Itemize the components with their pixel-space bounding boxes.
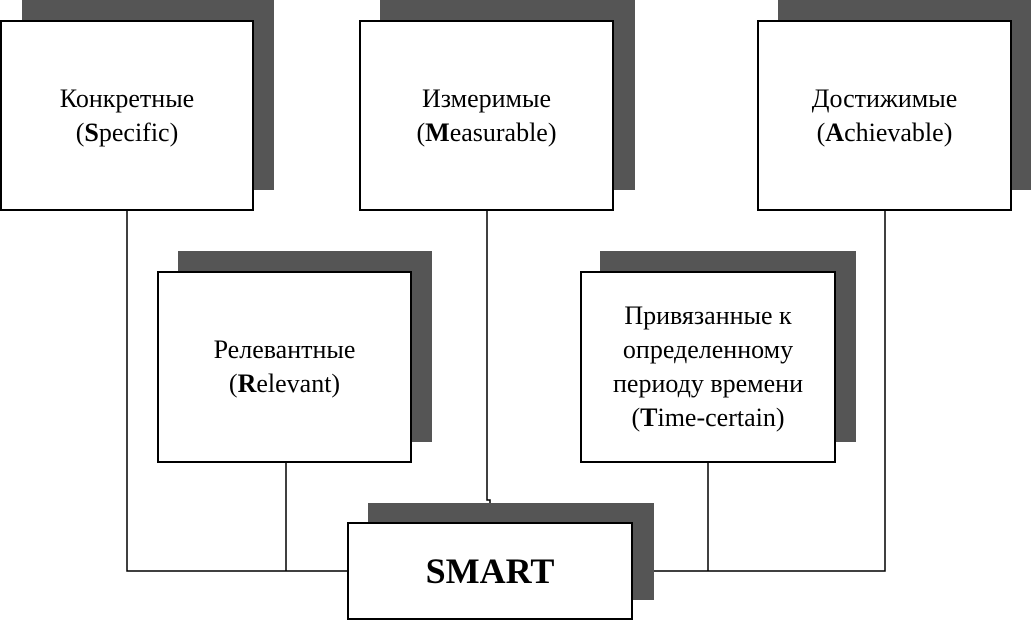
connector-specific <box>126 209 348 572</box>
box-achievable: Достижимые (Achievable) <box>757 20 1012 211</box>
box-measurable: Измеримые (Measurable) <box>359 20 614 211</box>
achievable-ru-label: Достижимые <box>811 83 958 113</box>
relevant-en-label: (Relevant) <box>228 369 341 398</box>
measurable-ru-label: Измеримые <box>421 83 552 113</box>
time-ru-line-2: определенному <box>622 335 794 364</box>
box-relevant: Релевантные (Relevant) <box>157 271 412 463</box>
box-specific: Конкретные (Specific) <box>0 20 254 211</box>
box-time-certain: Привязанные к определенному периоду врем… <box>580 271 836 463</box>
specific-ru-label: Конкретные <box>59 83 195 113</box>
time-ru-line-1: Привязанные к <box>624 301 792 330</box>
smart-label: SMART <box>425 551 555 591</box>
relevant-ru-label: Релевантные <box>213 335 356 364</box>
time-ru-line-3: периоду времени <box>613 369 803 398</box>
connector-measurable <box>486 209 491 522</box>
achievable-en-label: (Achievable) <box>816 117 953 147</box>
measurable-en-label: (Measurable) <box>416 117 557 147</box>
box-smart: SMART <box>347 522 633 620</box>
specific-en-label: (Specific) <box>75 117 179 147</box>
connector-achievable <box>632 209 886 572</box>
time-en-label: (Time-certain) <box>631 403 785 432</box>
